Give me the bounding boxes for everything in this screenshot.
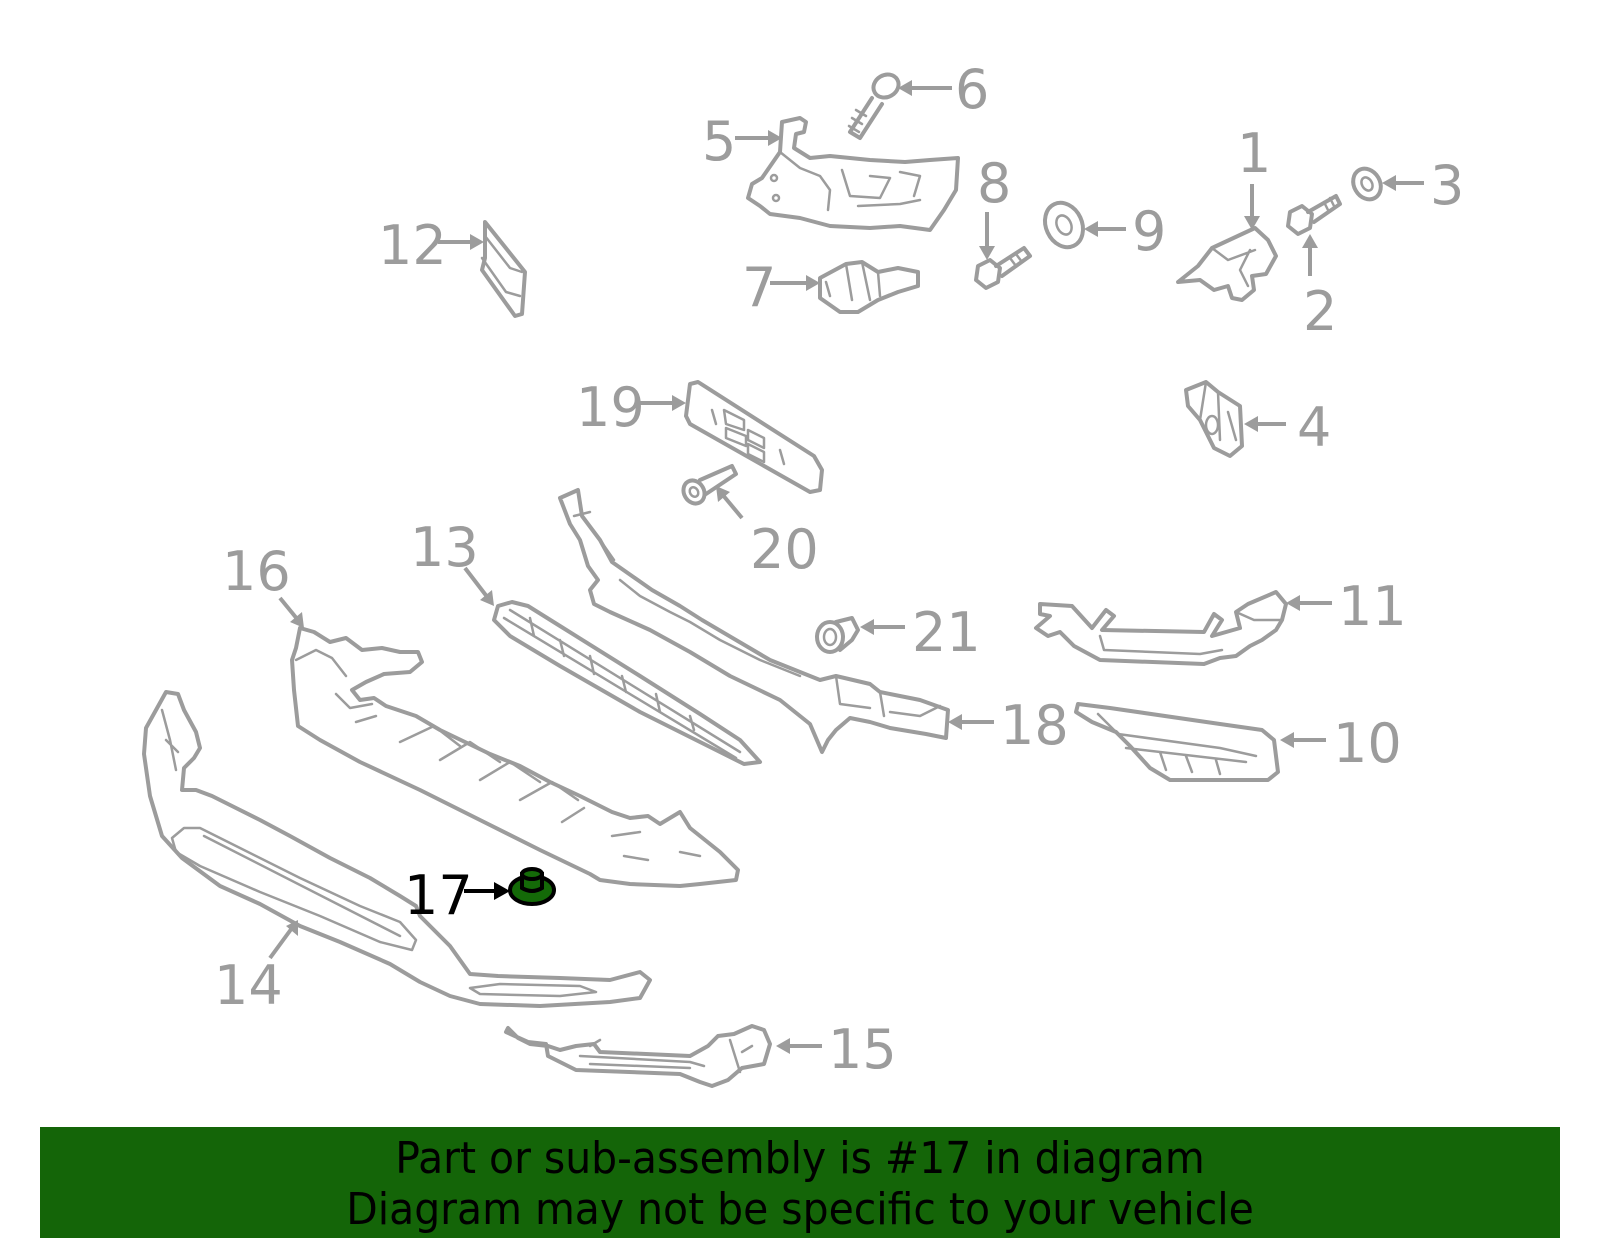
svg-text:4: 4 xyxy=(1297,396,1331,459)
svg-text:1: 1 xyxy=(1237,122,1271,185)
callout-13: 13 xyxy=(410,516,494,606)
svg-text:9: 9 xyxy=(1132,200,1166,263)
callout-8: 8 xyxy=(977,152,1011,260)
callout-12: 12 xyxy=(378,214,484,277)
callout-14: 14 xyxy=(214,920,298,1017)
callout-21: 21 xyxy=(860,601,981,664)
part-info-banner: Part or sub-assembly is #17 in diagram D… xyxy=(40,1127,1560,1238)
part-19-emblem xyxy=(684,380,824,494)
part-11-bracket xyxy=(1034,590,1288,666)
callout-2: 2 xyxy=(1302,234,1337,343)
part-1-bracket xyxy=(1176,226,1278,302)
svg-text:8: 8 xyxy=(977,152,1011,215)
part-3-washer xyxy=(1351,166,1383,202)
svg-text:14: 14 xyxy=(214,954,283,1017)
svg-text:13: 13 xyxy=(410,516,479,579)
callout-4: 4 xyxy=(1244,396,1331,459)
svg-text:7: 7 xyxy=(742,256,776,319)
part-21-pin xyxy=(815,616,860,654)
svg-text:17: 17 xyxy=(404,864,473,927)
part-12 xyxy=(480,220,527,318)
part-18-reinforcement xyxy=(558,488,950,754)
callout-19: 19 xyxy=(576,376,686,439)
part-15-bracket xyxy=(504,1024,772,1088)
svg-text:2: 2 xyxy=(1303,280,1337,343)
svg-text:16: 16 xyxy=(222,540,291,603)
svg-text:19: 19 xyxy=(576,376,645,439)
callout-7: 7 xyxy=(742,256,820,319)
callout-3: 3 xyxy=(1382,154,1464,217)
callout-5: 5 xyxy=(702,110,782,173)
svg-text:12: 12 xyxy=(378,214,447,277)
callout-15: 15 xyxy=(776,1018,897,1081)
svg-text:15: 15 xyxy=(828,1018,897,1081)
part-17-highlighted[interactable] xyxy=(508,867,556,906)
callout-10: 10 xyxy=(1280,712,1402,775)
svg-text:21: 21 xyxy=(912,601,981,664)
banner-line-disclaimer: Diagram may not be specific to your vehi… xyxy=(346,1184,1254,1235)
callout-17: 17 xyxy=(404,864,510,927)
callout-11: 11 xyxy=(1286,575,1407,638)
part-13-grille xyxy=(492,600,762,766)
part-9-washer xyxy=(1043,200,1085,250)
svg-text:5: 5 xyxy=(702,110,736,173)
callout-18: 18 xyxy=(948,694,1069,757)
svg-text:3: 3 xyxy=(1430,154,1464,217)
svg-text:6: 6 xyxy=(955,58,989,121)
part-16-undertray xyxy=(290,626,740,888)
callout-1: 1 xyxy=(1237,122,1271,230)
svg-text:20: 20 xyxy=(750,518,819,581)
callout-9: 9 xyxy=(1084,200,1166,263)
svg-text:18: 18 xyxy=(1000,694,1069,757)
part-20-screw xyxy=(681,464,738,506)
callout-6: 6 xyxy=(898,58,989,121)
part-6-bolt xyxy=(847,72,901,140)
svg-text:11: 11 xyxy=(1338,575,1407,638)
part-5-bracket xyxy=(746,116,960,232)
part-2-bolt xyxy=(1286,194,1342,236)
part-14-lower-cover xyxy=(142,690,652,1008)
callout-20: 20 xyxy=(716,486,819,581)
callout-16: 16 xyxy=(222,540,304,628)
part-4-clip-nut xyxy=(1184,380,1244,458)
part-7-clip xyxy=(818,260,920,314)
banner-line-part: Part or sub-assembly is #17 in diagram xyxy=(395,1133,1205,1184)
svg-text:10: 10 xyxy=(1333,712,1402,775)
part-10-bezel xyxy=(1074,702,1280,782)
part-8-bolt xyxy=(974,246,1032,290)
